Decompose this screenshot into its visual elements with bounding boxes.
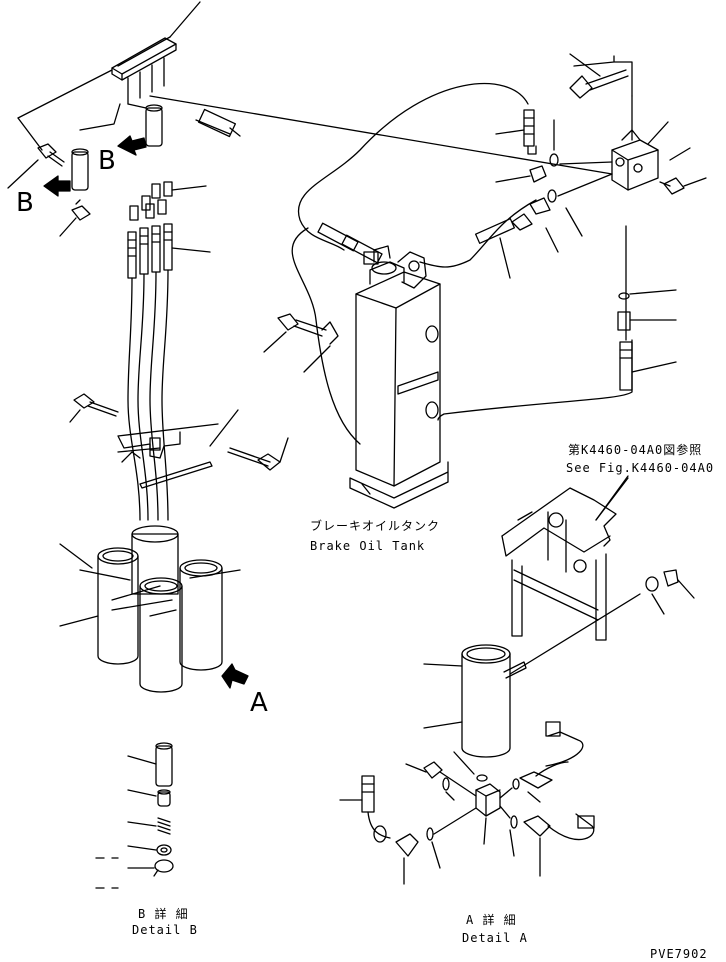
filter-left: [97, 547, 139, 665]
arrow-a: [221, 663, 249, 689]
reference-label-en: See Fig.K4460-04A0: [566, 461, 715, 475]
fittings-cluster: [129, 181, 207, 221]
arrow-b-1: [43, 175, 71, 197]
hose-ends: [127, 223, 211, 279]
nut-washer: [509, 569, 695, 675]
detail-b-label-en: Detail B: [132, 923, 198, 937]
bolt-b: [7, 143, 65, 189]
connector-line-top: [149, 95, 613, 175]
filter-leaders: [59, 543, 241, 627]
top-manifold: [17, 1, 201, 151]
arrow-b-2: [117, 135, 147, 156]
hose-bundle: [127, 269, 169, 521]
detail-b-parts: [95, 742, 174, 889]
brake-oil-tank: [349, 245, 449, 509]
valve-fittings: [495, 109, 613, 279]
accumulator: [423, 644, 527, 758]
clamp-bracket: [117, 409, 239, 489]
brake-tank-label-en: Brake Oil Tank: [310, 539, 426, 553]
tank-hose-ends: [317, 213, 533, 264]
detail-a-parts: [339, 721, 595, 885]
spacer-upper: [127, 103, 163, 147]
right-hose-assembly: [617, 289, 677, 391]
filter-rear: [131, 525, 179, 595]
reference-label-jp: 第K4460-04A0図参照: [568, 443, 703, 457]
reference-leader: [595, 475, 629, 521]
spacer-b: [71, 103, 121, 191]
view-label-b-left: B: [16, 188, 34, 218]
tee-fitting: [59, 199, 91, 237]
accumulator-bracket: [501, 477, 629, 641]
filter-front: [139, 577, 183, 693]
tank-bolt: [263, 313, 339, 373]
view-label-a: A: [250, 688, 268, 718]
bolt-right: [227, 437, 289, 471]
brake-tank-label-jp: ブレーキオイルタンク: [310, 519, 441, 533]
detail-b-label-jp: B 詳 細: [138, 907, 189, 921]
detail-a-label-jp: A 詳 細: [466, 913, 517, 927]
valve-block: [569, 53, 707, 195]
brake-tubes: [195, 82, 633, 445]
drawing-id: PVE7902: [650, 947, 708, 961]
detail-a-label-en: Detail A: [462, 931, 528, 945]
bolt-left: [69, 393, 119, 423]
view-label-b-upper: B: [98, 146, 116, 176]
